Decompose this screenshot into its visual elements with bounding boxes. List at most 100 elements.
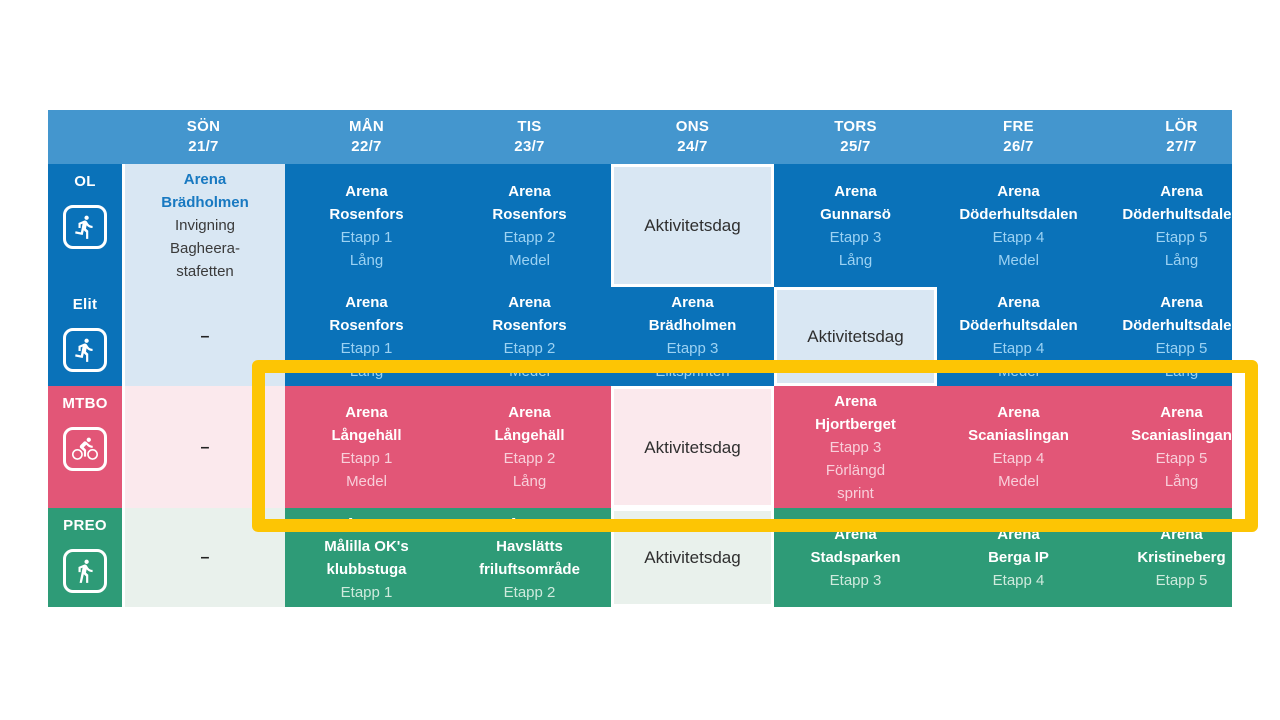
cell-sub-line: Lång [512, 473, 547, 490]
cell-title-line: friluftsområde [479, 560, 580, 578]
cell-title-line: Arena [345, 182, 388, 200]
header-spacer [48, 110, 122, 164]
cell-title-line: Gunnarsö [820, 205, 891, 223]
cell-mtbo-ons: Aktivitetsdag [611, 386, 774, 508]
cell-sub-line: Lång [349, 251, 384, 269]
cell-sub-line: Bagheera- [169, 240, 241, 257]
header-day-name: TORS [834, 118, 877, 135]
row-label-ol: OL [48, 164, 122, 287]
runner-icon [63, 328, 107, 372]
cell-sub-line: Etapp 4 [992, 572, 1045, 589]
empty-dash: – [200, 438, 210, 456]
cell-sub-line: Förlängd [825, 461, 886, 479]
empty-dash: – [200, 549, 210, 566]
cell-title-line: Arena [345, 293, 388, 311]
cell-title-line: Arena [1160, 182, 1203, 200]
cell-title-line: Arena [1160, 404, 1203, 421]
cell-title-line: Döderhultsdalen [1122, 316, 1232, 334]
cell-title-line: Brädholmen [648, 316, 737, 334]
cell-title-line: Arena [997, 404, 1040, 421]
cyclist-icon [63, 427, 107, 471]
cell-title-line: Arena [997, 182, 1040, 200]
row-label-mtbo: MTBO [48, 386, 122, 508]
cell-sub-line: stafetten [176, 263, 234, 280]
cell-title-line: Arena [671, 293, 714, 311]
cell-title-line: Rosenfors [492, 205, 567, 223]
cell-title-line: Havslätts [496, 537, 563, 555]
cell-sub-line: Medel [346, 473, 387, 490]
activity-day-text: Aktivitetsdag [644, 216, 741, 235]
cell-title-line: Arena [834, 392, 877, 410]
cell-sub-line: Etapp 1 [340, 339, 393, 357]
header-day-date: 24/7 [677, 138, 708, 155]
cell-title-line: Arena [508, 182, 551, 200]
cell-title-line: Arena [834, 182, 877, 200]
cell-sub-line: Etapp 5 [1155, 572, 1208, 589]
cell-title-line: Arena [183, 171, 227, 188]
cell-sub-line: Etapp 3 [666, 339, 719, 357]
cell-ol-ons: Aktivitetsdag [611, 164, 774, 287]
cell-title-line: Långehäll [331, 427, 402, 444]
cell-title-line: Scaniaslingan [1131, 427, 1232, 444]
cell-sub-line: Medel [509, 251, 550, 269]
row-label-text: OL [74, 173, 96, 190]
cell-sub-line: Lång [1164, 251, 1199, 269]
row-label-preo: PREO [48, 508, 122, 607]
cell-title-line: Döderhultsdalen [1122, 205, 1232, 223]
cell-title-line: Hjortberget [815, 415, 896, 433]
header-day-name: LÖR [1165, 118, 1198, 135]
activity-day-text: Aktivitetsdag [644, 437, 741, 457]
cell-sub-line: Medel [998, 251, 1039, 269]
cell-title-line: Stadsparken [810, 549, 901, 566]
row-label-text: PREO [63, 517, 107, 534]
cell-title-line: Rosenfors [329, 205, 404, 223]
cell-title-line: Långehäll [494, 427, 565, 444]
walker-icon [63, 549, 107, 593]
cell-sub-line: Invigning [174, 217, 236, 234]
cell-title-line: Arena [997, 293, 1040, 311]
cell-sub-line: Etapp 5 [1155, 228, 1208, 246]
cell-sub-line: Lång [1164, 473, 1199, 490]
cell-title-line: Döderhultsdalen [959, 205, 1078, 223]
cell-title-line: Berga IP [988, 549, 1049, 566]
header-day-tis: TIS 23/7 [448, 110, 611, 164]
cell-sub-line: Etapp 3 [829, 438, 882, 456]
row-label-text: MTBO [62, 395, 108, 412]
cell-title-line: klubbstuga [326, 560, 407, 578]
highlight-rectangle [252, 360, 1258, 532]
cell-sub-line: Etapp 2 [503, 228, 556, 246]
cell-sub-line: Etapp 2 [503, 339, 556, 357]
header-day-name: TIS [517, 118, 542, 135]
row-label-elit: Elit [48, 287, 122, 386]
cell-title-line: Arena [508, 404, 551, 421]
activity-day-text: Aktivitetsdag [807, 327, 904, 346]
cell-title-line: Rosenfors [492, 316, 567, 334]
cell-sub-line: Etapp 1 [340, 450, 393, 467]
cell-title-line: Rosenfors [329, 316, 404, 334]
cell-sub-line: Etapp 3 [829, 572, 882, 589]
cell-title-line: Brädholmen [161, 194, 249, 211]
runner-icon [63, 205, 107, 249]
cell-sub-line: Etapp 4 [992, 450, 1045, 467]
cell-title-line: Arena [508, 293, 551, 311]
cell-sub-line: Etapp 2 [503, 583, 556, 601]
header-day-date: 23/7 [514, 138, 545, 155]
cell-title-line: Döderhultsdalen [959, 316, 1078, 334]
cell-title-line: Arena [345, 404, 388, 421]
header-day-date: 21/7 [188, 138, 219, 155]
cell-sub-line: sprint [837, 484, 874, 502]
cell-sub-line: Etapp 4 [992, 339, 1045, 357]
cell-title-line: Målilla OK's [324, 537, 409, 555]
cell-elit-tors: Aktivitetsdag [774, 287, 937, 386]
